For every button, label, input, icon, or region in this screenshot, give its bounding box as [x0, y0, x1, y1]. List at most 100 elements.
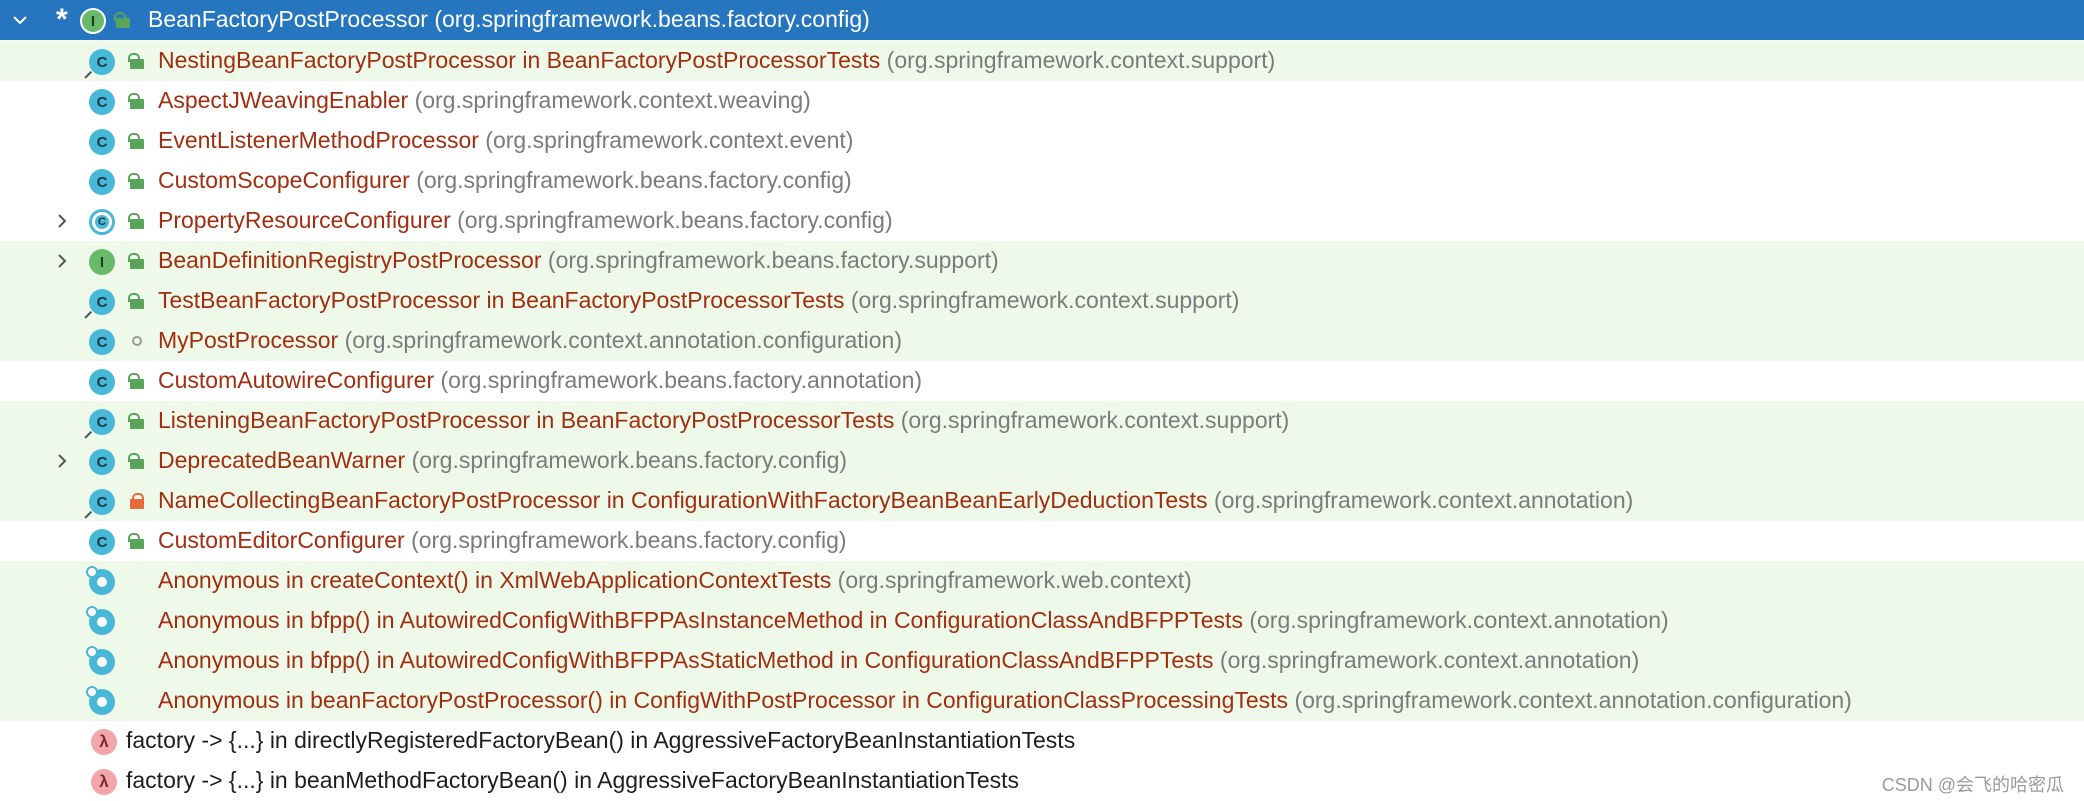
- class-icon: C: [89, 289, 115, 315]
- tree-row-label: PropertyResourceConfigurer (org.springfr…: [158, 207, 893, 234]
- class-name: PropertyResourceConfigurer: [158, 207, 451, 233]
- tree-row[interactable]: C NestingBeanFactoryPostProcessor in Bean…: [0, 41, 2084, 81]
- tree-row[interactable]: Anonymous in bfpp() in AutowiredConfigWi…: [0, 601, 2084, 641]
- class-icon: C: [89, 129, 115, 155]
- tree-row[interactable]: C DeprecatedBeanWarner (org.springframewo…: [0, 441, 2084, 481]
- public-lock-icon: [128, 533, 144, 549]
- tree-row[interactable]: C EventListenerMethodProcessor (org.sprin…: [0, 121, 2084, 161]
- class-name: NameCollectingBeanFactoryPostProcessor i…: [158, 487, 1208, 513]
- interface-icon: I: [89, 249, 115, 275]
- tree-row-label: NestingBeanFactoryPostProcessor in BeanF…: [158, 47, 1275, 74]
- tree-row-label: factory -> {...} in directlyRegisteredFa…: [126, 727, 1075, 754]
- anonymous-class-icon: [86, 686, 115, 715]
- tree-row[interactable]: C NameCollectingBeanFactoryPostProcessor …: [0, 481, 2084, 521]
- tree-row-label: EventListenerMethodProcessor (org.spring…: [158, 127, 853, 154]
- package-name: (org.springframework.web.context): [837, 567, 1192, 593]
- package-name: (org.springframework.context.annotation): [1213, 487, 1634, 513]
- package-name: (org.springframework.context.support): [886, 47, 1276, 73]
- class-name: NestingBeanFactoryPostProcessor in BeanF…: [158, 47, 881, 73]
- tree-row[interactable]: C PropertyResourceConfigurer (org.springf…: [0, 201, 2084, 241]
- tree-row-label: Anonymous in createContext() in XmlWebAp…: [158, 567, 1192, 594]
- public-lock-icon: [128, 53, 144, 69]
- tree-row-label: MyPostProcessor (org.springframework.con…: [158, 327, 902, 354]
- pin-badge-icon: [85, 429, 95, 439]
- class-icon: C: [89, 49, 115, 75]
- class-name: Anonymous in createContext() in XmlWebAp…: [158, 567, 832, 593]
- tree-row[interactable]: Anonymous in beanFactoryPostProcessor() …: [0, 681, 2084, 721]
- class-name: CustomAutowireConfigurer: [158, 367, 435, 393]
- chevron-right-icon[interactable]: [52, 451, 72, 471]
- public-lock-icon: [128, 133, 144, 149]
- lambda-name: factory -> {...} in beanMethodFactoryBea…: [126, 767, 1020, 793]
- anonymous-class-icon: [86, 566, 115, 595]
- tree-row[interactable]: C TestBeanFactoryPostProcessor in BeanFac…: [0, 281, 2084, 321]
- public-lock-icon: [128, 413, 144, 429]
- anonymous-badge-icon: [86, 566, 98, 578]
- class-name: ListeningBeanFactoryPostProcessor in Bea…: [158, 407, 895, 433]
- interface-icon: I: [80, 8, 106, 34]
- chevron-right-icon[interactable]: [52, 251, 72, 271]
- class-name: AspectJWeavingEnabler: [158, 87, 409, 113]
- package-name: (org.springframework.context.support): [850, 287, 1240, 313]
- package-name: (org.springframework.beans.factory.confi…: [434, 6, 870, 32]
- class-icon: C: [89, 489, 115, 515]
- tree-row[interactable]: Anonymous in createContext() in XmlWebAp…: [0, 561, 2084, 601]
- class-icon: C: [89, 89, 115, 115]
- public-lock-icon: [128, 373, 144, 389]
- tree-row-label: factory -> {...} in beanMethodFactoryBea…: [126, 767, 1019, 794]
- anonymous-badge-icon: [86, 646, 98, 658]
- tree-row-label: Anonymous in bfpp() in AutowiredConfigWi…: [158, 647, 1639, 674]
- public-lock-icon: [128, 213, 144, 229]
- watermark: CSDN @会飞的哈密瓜: [1881, 775, 2064, 795]
- package-name: (org.springframework.context.support): [900, 407, 1290, 433]
- public-lock-icon: [128, 293, 144, 309]
- chevron-right-icon[interactable]: [52, 211, 72, 231]
- private-lock-icon: [130, 493, 144, 509]
- package-name: (org.springframework.context.annotation): [1219, 647, 1640, 673]
- tree-row-label: Anonymous in bfpp() in AutowiredConfigWi…: [158, 607, 1669, 634]
- pin-badge-icon: [85, 69, 95, 79]
- tree-row[interactable]: λ factory -> {...} in directlyRegisteredF…: [0, 721, 2084, 761]
- tree-row-label: DeprecatedBeanWarner (org.springframewor…: [158, 447, 847, 474]
- class-name: CustomScopeConfigurer: [158, 167, 410, 193]
- package-private-icon: [132, 336, 142, 346]
- tree-row-root[interactable]: * I BeanFactoryPostProcessor (org.spring…: [0, 0, 2084, 40]
- tree-row-label: ListeningBeanFactoryPostProcessor in Bea…: [158, 407, 1289, 434]
- anonymous-class-icon: [86, 646, 115, 675]
- anonymous-badge-icon: [86, 686, 98, 698]
- tree-row-label: CustomAutowireConfigurer (org.springfram…: [158, 367, 922, 394]
- tree-row-label: TestBeanFactoryPostProcessor in BeanFact…: [158, 287, 1239, 314]
- package-name: (org.springframework.context.annotation.…: [1294, 687, 1852, 713]
- class-name: DeprecatedBeanWarner: [158, 447, 406, 473]
- tree-row-label: BeanDefinitionRegistryPostProcessor (org…: [158, 247, 999, 274]
- package-name: (org.springframework.context.annotation.…: [344, 327, 903, 353]
- class-name: Anonymous in bfpp() in AutowiredConfigWi…: [158, 607, 1243, 633]
- abstract-class-icon: C: [89, 209, 115, 235]
- class-name: BeanDefinitionRegistryPostProcessor: [158, 247, 542, 273]
- package-name: (org.springframework.context.event): [485, 127, 854, 153]
- class-name: Anonymous in beanFactoryPostProcessor() …: [158, 687, 1289, 713]
- class-icon: C: [89, 529, 115, 555]
- tree-row[interactable]: Anonymous in bfpp() in AutowiredConfigWi…: [0, 641, 2084, 681]
- class-name: Anonymous in bfpp() in AutowiredConfigWi…: [158, 647, 1214, 673]
- class-name: MyPostProcessor: [158, 327, 339, 353]
- package-name: (org.springframework.context.annotation): [1249, 607, 1669, 633]
- package-name: (org.springframework.beans.factory.confi…: [457, 207, 893, 233]
- package-name: (org.springframework.beans.factory.suppo…: [547, 247, 999, 273]
- class-icon: C: [89, 449, 115, 475]
- tree-row[interactable]: I BeanDefinitionRegistryPostProcessor (or…: [0, 241, 2084, 281]
- tree-row-label: Anonymous in beanFactoryPostProcessor() …: [158, 687, 1852, 714]
- public-lock-icon: [128, 253, 144, 269]
- lambda-icon: λ: [91, 729, 117, 755]
- chevron-down-icon[interactable]: [10, 10, 30, 30]
- anonymous-class-icon: [86, 606, 115, 635]
- package-name: (org.springframework.beans.factory.confi…: [411, 527, 847, 553]
